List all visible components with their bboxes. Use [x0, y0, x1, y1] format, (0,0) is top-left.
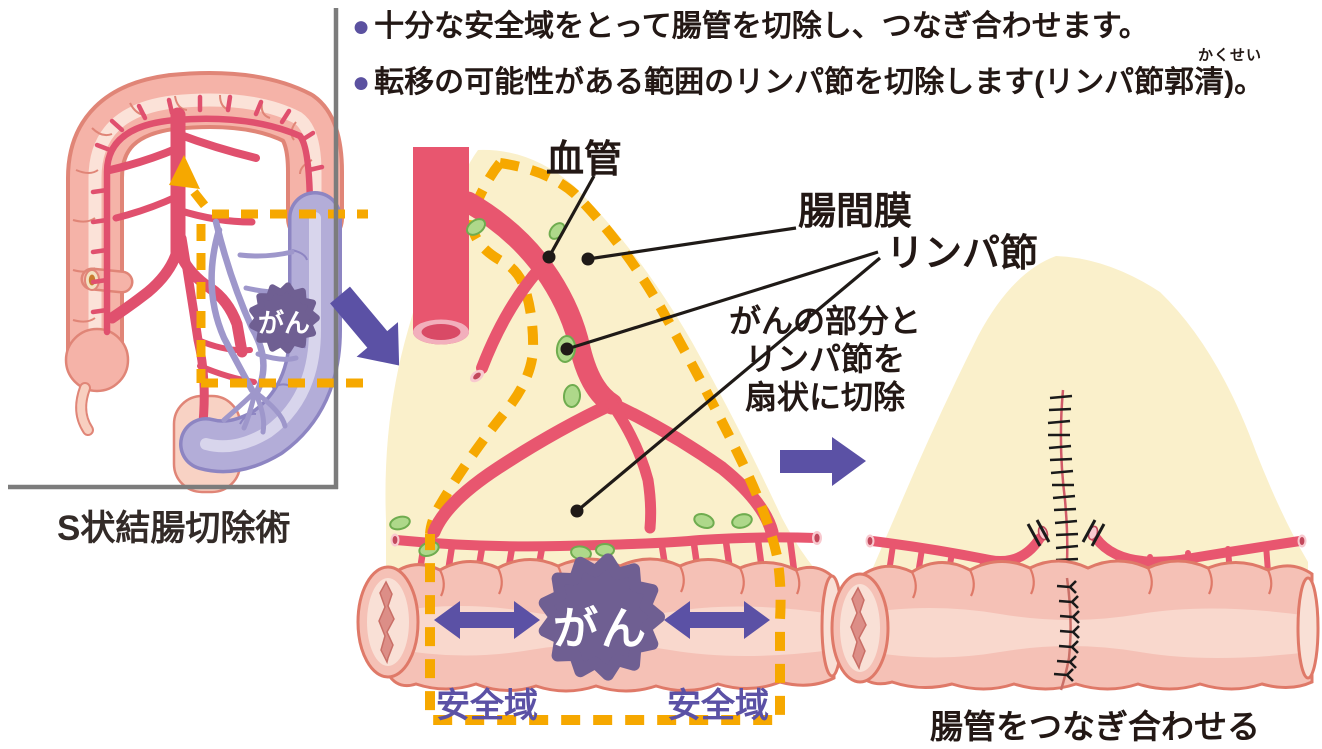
- header-text-2: 転移の可能性がある範囲のリンパ節を切除します(リンパ節郭清)。: [374, 66, 1265, 99]
- safety-margin-arrow-right: [664, 601, 770, 639]
- annotation-line-1: がんの部分と: [728, 303, 921, 339]
- appendix: [77, 384, 92, 434]
- safety-margin-arrow-left: [434, 601, 540, 639]
- main-vessel-tube: [413, 147, 469, 345]
- header-line-1: ● 十分な安全域をとって腸管を切除し、つなぎ合わせます。: [352, 8, 1149, 46]
- resection-arrowhead: [169, 155, 200, 189]
- sigmoid-highlight: [200, 212, 321, 453]
- furigana-kakusei: かくせい: [1198, 47, 1263, 64]
- transform-arrow-icon: [780, 437, 866, 486]
- mesentery-fan: [385, 149, 840, 620]
- tied-vessel-stubs: [865, 519, 1307, 548]
- annotation-line-2: リンパ節を: [744, 341, 905, 377]
- right-diagram: [830, 256, 1320, 691]
- leader-lines: [547, 175, 882, 513]
- zoom-arrow-icon: [330, 286, 400, 366]
- resection-boundary-outer: [425, 158, 786, 725]
- header-text-1: 十分な安全域をとって腸管を切除し、つなぎ合わせます。: [374, 10, 1149, 43]
- left-panel-frame: [8, 8, 339, 490]
- annotation-excision: がんの部分と リンパ節を 扇状に切除: [710, 302, 940, 416]
- left-panel-caption: S状結腸切除術: [57, 509, 291, 548]
- label-lymph-node: リンパ節: [886, 233, 1039, 275]
- annotation-line-3: 扇状に切除: [744, 379, 905, 415]
- suture-y-marks: [1053, 580, 1080, 682]
- header-line-2: ● 転移の可能性がある範囲のリンパ節を切除します(リンパ節郭清)。: [352, 64, 1264, 102]
- middle-diagram: [356, 147, 882, 725]
- cancer-label-left: がん: [257, 308, 310, 338]
- safety-margin-label-right: 安全域: [667, 687, 769, 725]
- cancer-label-middle: がん: [552, 603, 649, 654]
- middle-vessels: [391, 191, 821, 576]
- resection-boundary-inner: [425, 159, 539, 535]
- label-blood-vessel: 血管: [546, 139, 623, 181]
- bullet-icon: ●: [352, 10, 371, 43]
- bullet-icon: ●: [352, 66, 371, 99]
- safety-margin-label-left: 安全域: [436, 687, 538, 725]
- vessel-cut-faces: [390, 369, 822, 547]
- intestine-tube-right: [830, 559, 1320, 691]
- label-mesentery: 腸間膜: [798, 191, 913, 233]
- cancer-starburst-left: [249, 282, 320, 354]
- right-diagram-caption: 腸管をつなぎ合わせる: [930, 708, 1260, 745]
- leader-dots: [542, 250, 595, 518]
- cancer-starburst-middle: [538, 553, 665, 681]
- resection-zone-dashes-left: [190, 189, 368, 388]
- mesentery-fan-right: [860, 256, 1308, 618]
- colon-illustration: [8, 8, 368, 494]
- cecum: [64, 327, 130, 393]
- intestine-cut-right-end: [1296, 576, 1320, 680]
